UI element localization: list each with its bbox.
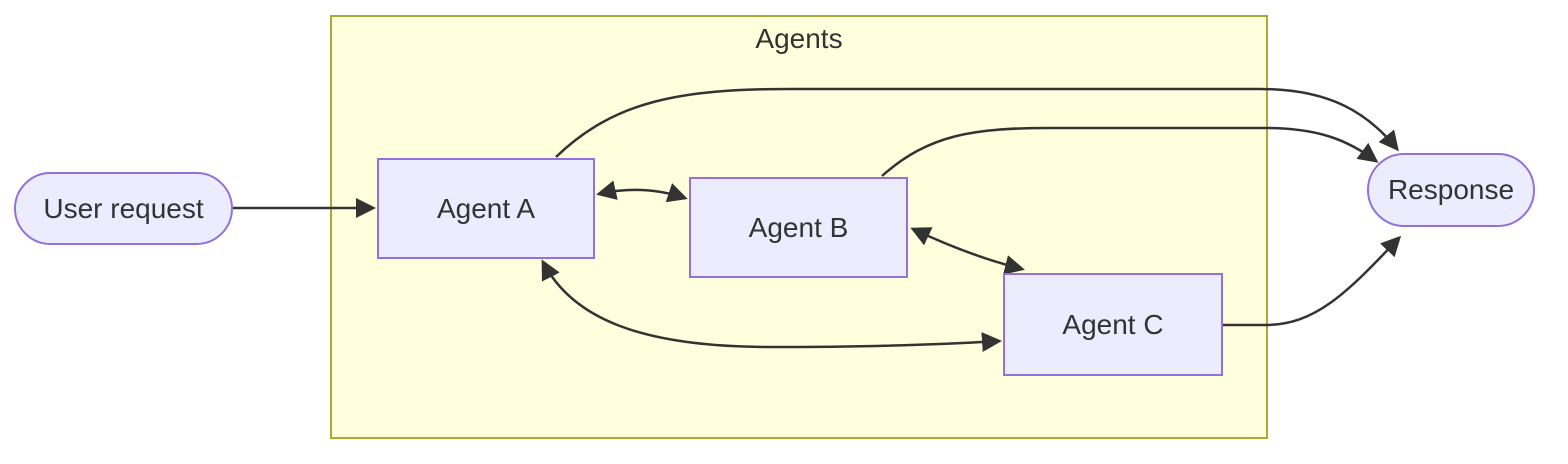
cluster-agents-label: Agents (755, 23, 843, 54)
node-user-request-label: User request (43, 192, 204, 224)
node-agent-a: Agent A (377, 158, 595, 259)
node-response: Response (1367, 153, 1535, 227)
node-user-request: User request (14, 172, 233, 245)
edge-agent-b-agent-c-bidirectional (910, 227, 1025, 275)
node-agent-c-label: Agent C (1062, 308, 1164, 340)
node-agent-a-label: Agent A (436, 192, 536, 224)
edge-agent-a-agent-b-bidirectional (596, 180, 688, 203)
node-response-label: Response (1387, 174, 1515, 205)
node-agent-b-label: Agent B (748, 211, 849, 243)
edge-agent-a-agent-c-bidirectional (541, 259, 1002, 353)
edge-agent-a-to-response (555, 87, 1399, 158)
edge-agent-c-to-response (1223, 235, 1402, 327)
node-agent-c: Agent C (1003, 273, 1223, 376)
edge-agent-b-to-response (881, 126, 1379, 177)
node-agent-b: Agent B (689, 177, 908, 278)
